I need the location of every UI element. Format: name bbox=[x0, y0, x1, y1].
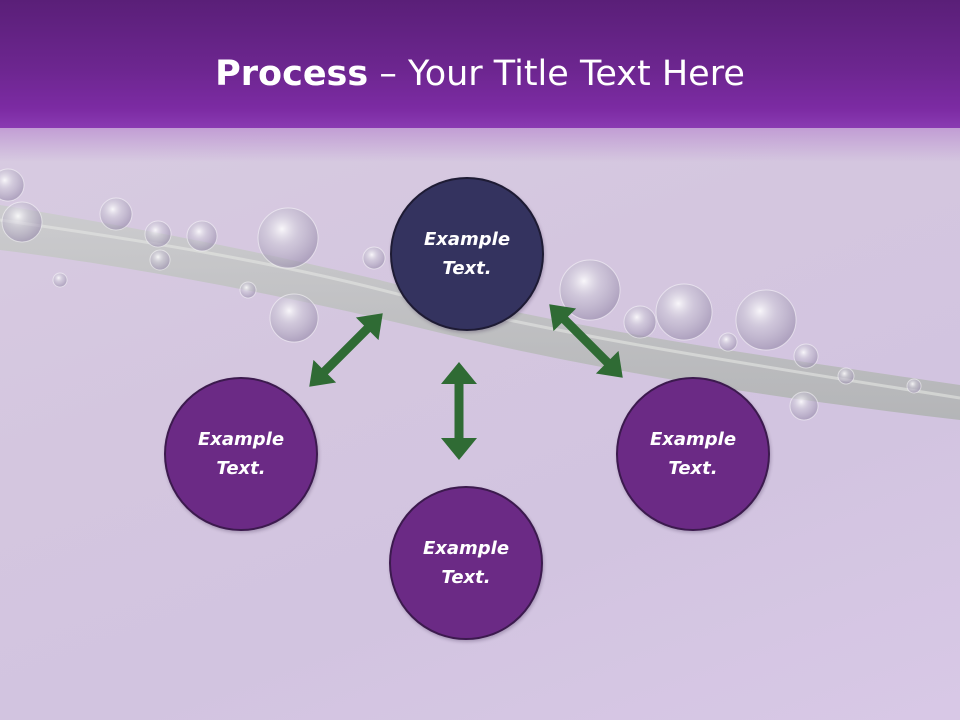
node-center: Example Text. bbox=[390, 177, 544, 331]
node-bottom-label: Example Text. bbox=[422, 538, 510, 588]
title-text: – Your Title Text Here bbox=[368, 54, 745, 94]
node-right-label: Example Text. bbox=[649, 429, 737, 479]
arrow-center-bottom bbox=[441, 362, 477, 460]
arrow-center-left bbox=[309, 313, 383, 387]
node-center-label: Example Text. bbox=[423, 229, 511, 279]
title-bar bbox=[0, 0, 960, 128]
node-left: Example Text. bbox=[164, 377, 318, 531]
slide-title: Process – Your Title Text Here bbox=[0, 52, 960, 96]
arrow-center-right bbox=[549, 304, 623, 378]
node-bottom: Example Text. bbox=[389, 486, 543, 640]
node-right: Example Text. bbox=[616, 377, 770, 531]
node-left-label: Example Text. bbox=[197, 429, 285, 479]
title-bar-fade bbox=[0, 128, 960, 162]
title-emphasis: Process bbox=[215, 54, 369, 94]
